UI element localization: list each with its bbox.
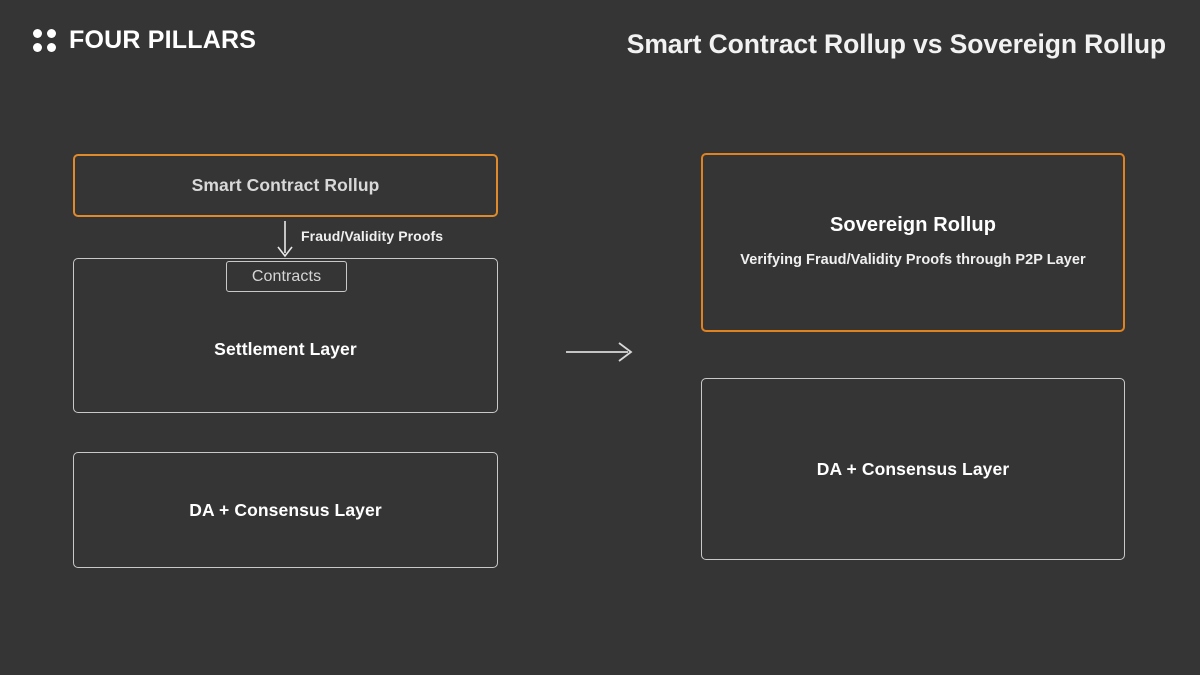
settlement-layer-label: Settlement Layer [214,339,357,359]
arrow-down-icon [277,221,293,258]
right-da-consensus-layer-label: DA + Consensus Layer [816,458,1010,479]
arrow-right-icon [566,342,633,362]
sovereign-rollup-text-group: Sovereign Rollup Verifying Fraud/Validit… [703,214,1123,268]
contracts-box: Contracts [226,261,347,292]
sovereign-rollup-sublabel: Verifying Fraud/Validity Proofs through … [740,252,1086,268]
smart-contract-rollup-label: Smart Contract Rollup [191,175,380,195]
fraud-validity-proofs-label: Fraud/Validity Proofs [301,228,444,244]
brand-lockup: FOUR PILLARS [33,28,256,53]
left-da-consensus-layer-box: DA + Consensus Layer [73,452,498,568]
sovereign-rollup-label: Sovereign Rollup [829,214,997,236]
smart-contract-rollup-box: Smart Contract Rollup [73,154,498,217]
four-dots-grid-icon [33,29,56,52]
page-title: Smart Contract Rollup vs Sovereign Rollu… [626,29,1166,59]
settlement-layer-box: Settlement Layer [73,258,498,413]
sovereign-rollup-box: Sovereign Rollup Verifying Fraud/Validit… [701,153,1125,332]
brand-name: FOUR PILLARS [69,26,257,54]
contracts-label: Contracts [251,267,322,285]
left-da-consensus-layer-label: DA + Consensus Layer [189,499,382,520]
right-da-consensus-layer-box: DA + Consensus Layer [701,378,1125,560]
